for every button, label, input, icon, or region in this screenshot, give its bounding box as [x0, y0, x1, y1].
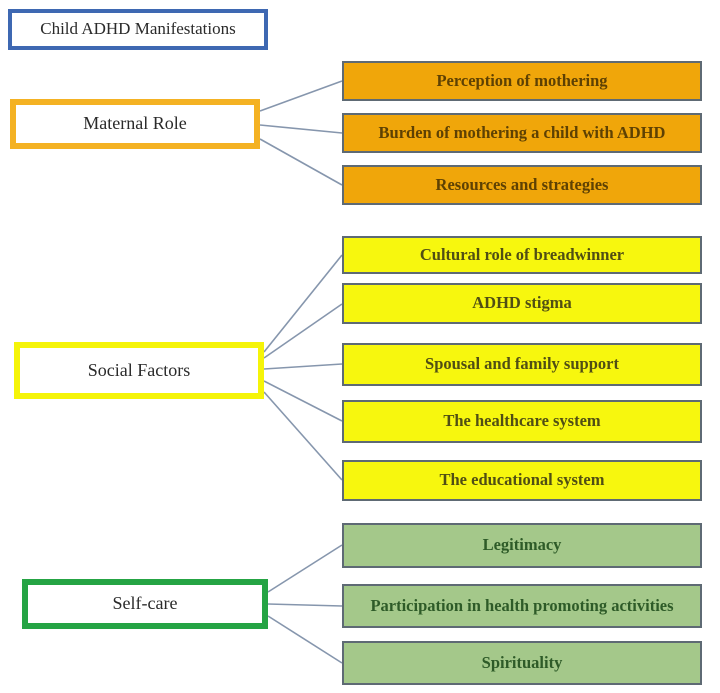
- child-box-participation-health-promoting: Participation in health promoting activi…: [342, 584, 702, 628]
- child-label: Legitimacy: [482, 535, 562, 555]
- connector-selfcare-2: [267, 603, 343, 607]
- child-box-perception-of-mothering: Perception of mothering: [342, 61, 702, 101]
- connector-maternal-2: [259, 124, 343, 134]
- category-label-maternal-role: Maternal Role: [83, 113, 187, 134]
- child-box-educational-system: The educational system: [342, 460, 702, 501]
- diagram-title-box: Child ADHD Manifestations: [8, 9, 268, 50]
- child-label: Cultural role of breadwinner: [419, 244, 625, 264]
- connector-maternal-3: [259, 138, 343, 186]
- connector-selfcare-3: [267, 615, 343, 664]
- connector-social-1: [263, 254, 343, 353]
- child-label: Resources and strategies: [435, 174, 609, 194]
- child-box-spirituality: Spirituality: [342, 641, 702, 685]
- child-box-legitimacy: Legitimacy: [342, 523, 702, 568]
- child-label: ADHD stigma: [472, 293, 572, 313]
- connector-social-4: [263, 380, 343, 422]
- child-label: Spirituality: [481, 652, 563, 672]
- category-box-social-factors: Social Factors: [14, 342, 264, 399]
- category-box-maternal-role: Maternal Role: [10, 99, 260, 149]
- category-box-self-care: Self-care: [22, 579, 268, 629]
- child-label: The healthcare system: [443, 411, 601, 431]
- category-label-social-factors: Social Factors: [87, 359, 191, 380]
- child-box-burden-of-mothering: Burden of mothering a child with ADHD: [342, 113, 702, 153]
- connector-maternal-1: [259, 80, 343, 112]
- child-box-healthcare-system: The healthcare system: [342, 400, 702, 443]
- connector-social-2: [263, 303, 343, 359]
- child-box-adhd-stigma: ADHD stigma: [342, 283, 702, 324]
- category-label-self-care: Self-care: [112, 593, 178, 614]
- child-label: Burden of mothering a child with ADHD: [378, 122, 666, 142]
- child-label: Perception of mothering: [436, 70, 608, 90]
- child-label: Participation in health promoting activi…: [370, 595, 674, 615]
- connector-social-3: [263, 363, 343, 370]
- diagram-title-label: Child ADHD Manifestations: [40, 19, 236, 39]
- child-label: The educational system: [439, 470, 605, 490]
- child-box-spousal-and-family-support: Spousal and family support: [342, 343, 702, 386]
- child-box-cultural-role-of-breadwinner: Cultural role of breadwinner: [342, 236, 702, 274]
- child-box-resources-and-strategies: Resources and strategies: [342, 165, 702, 205]
- connector-social-5: [263, 391, 343, 481]
- connector-selfcare-1: [267, 544, 343, 593]
- child-label: Spousal and family support: [425, 354, 619, 374]
